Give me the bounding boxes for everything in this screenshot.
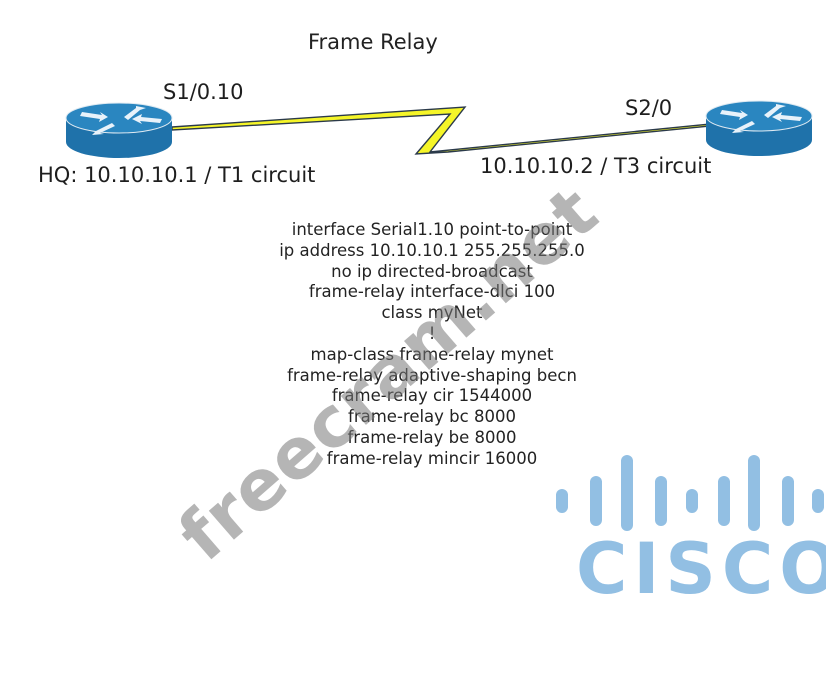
config-line: class myNet [381, 303, 483, 323]
config-line: interface Serial1.10 point-to-point [291, 220, 573, 239]
cisco-logo-text: CISCO [576, 528, 826, 610]
remote-router-icon[interactable] [705, 100, 813, 156]
config-line: map-class frame-relay mynet [310, 344, 554, 364]
config-line: frame-relay adaptive-shaping becn [287, 365, 577, 385]
serial-link [171, 106, 711, 155]
config-line: ip address 10.10.10.1 255.255.255.0 [279, 240, 585, 260]
config-line: no ip directed-broadcast [331, 261, 533, 281]
hq-interface-label: S1/0.10 [163, 80, 244, 104]
cisco-logo-bars-icon [556, 455, 824, 531]
config-line: frame-relay cir 1544000 [331, 386, 533, 406]
hq-router-icon[interactable] [65, 102, 173, 158]
router-config-block: interface Serial1.10 point-to-point ip a… [230, 220, 634, 470]
config-line: ! [428, 323, 436, 343]
diagram-title: Frame Relay [308, 30, 438, 54]
config-line: frame-relay be 8000 [347, 427, 517, 447]
remote-interface-label: S2/0 [625, 96, 673, 120]
lightning-bolt-icon [171, 106, 711, 155]
config-line: frame-relay interface-dlci 100 [308, 282, 556, 302]
config-line: frame-relay bc 8000 [348, 407, 516, 427]
config-line: frame-relay mincir 16000 [326, 448, 538, 468]
remote-router-label: 10.10.10.2 / T3 circuit [480, 154, 712, 178]
hq-router-label: HQ: 10.10.10.1 / T1 circuit [38, 163, 316, 187]
